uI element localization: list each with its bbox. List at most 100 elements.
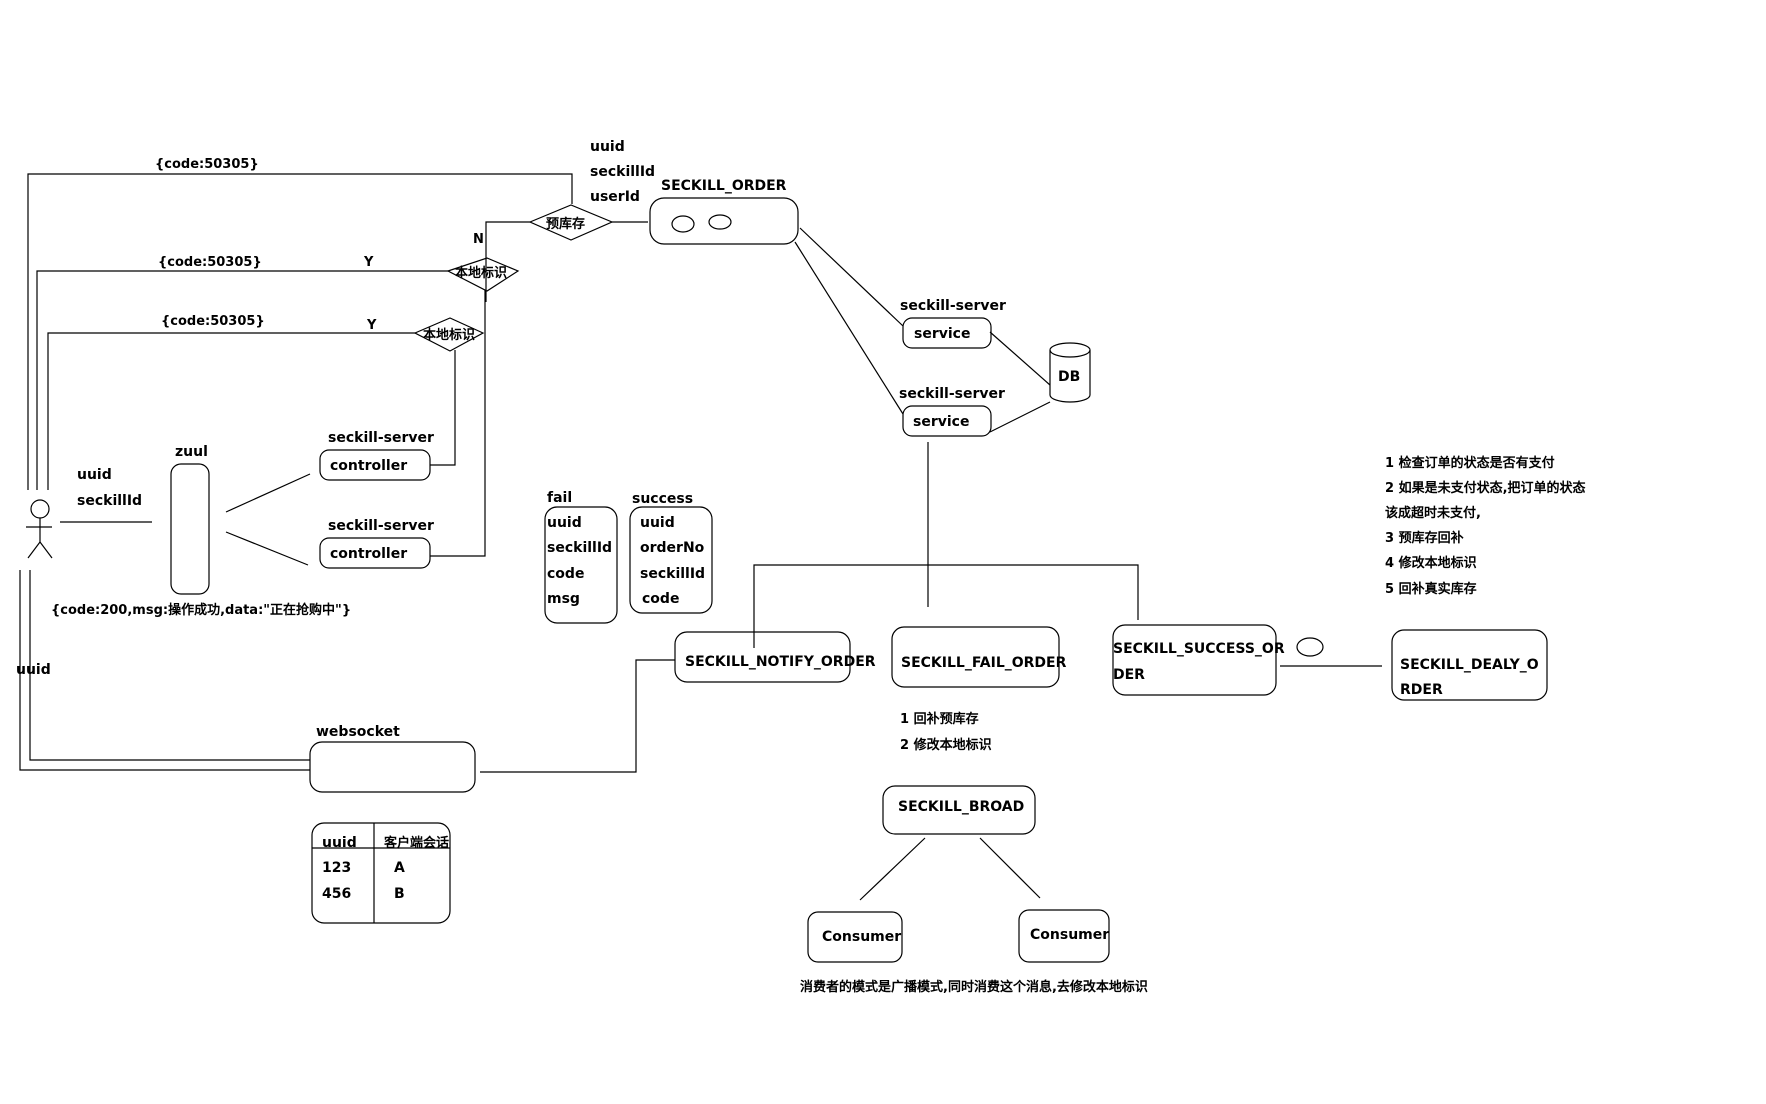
n-branch-line: [485, 221, 530, 302]
websocket-box: [309, 741, 476, 793]
db-bottom: [1049, 394, 1091, 403]
controller-a-up-line: [430, 350, 456, 466]
request-seckillid: seckillId: [77, 493, 142, 509]
success-message-box: [629, 506, 713, 614]
dealy-order-label: SECKILL_DEALY_O: [1400, 657, 1539, 673]
delay-note: 2 如果是未支付状态,把订单的状态: [1385, 480, 1586, 496]
session-cell: 456: [322, 886, 351, 902]
service-a-to-db-line: [989, 331, 1051, 386]
service-a-box: [902, 317, 992, 349]
websocket-to-user-line-2: [19, 570, 310, 771]
dealy-order-label: RDER: [1400, 682, 1443, 698]
order-to-service-a-line: [799, 227, 904, 327]
controller-b-box: [319, 537, 431, 569]
controller-label: controller: [330, 546, 407, 562]
delay-note: 1 检查订单的状态是否有支付: [1385, 455, 1555, 471]
success-response-label: {code:200,msg:操作成功,data:"正在抢购中"}: [51, 602, 351, 618]
return-line-2: [36, 270, 448, 490]
return-line-1: [27, 173, 573, 490]
success-field: uuid: [640, 515, 675, 531]
session-cell: 123: [322, 860, 351, 876]
controller-b-up-line: [430, 290, 486, 557]
session-header: 客户端会话: [384, 835, 449, 851]
fail-message-box: [544, 506, 618, 624]
consumer-label: Consumer: [1030, 927, 1109, 943]
consumer-note: 消费者的模式是广播模式,同时消费这个消息,去修改本地标识: [800, 979, 1148, 995]
fail-field: uuid: [547, 515, 582, 531]
fail-note: 2 修改本地标识: [900, 737, 992, 753]
prestock-decision: [528, 204, 614, 241]
order-to-service-b-line: [794, 241, 904, 415]
param-seckillid: seckillId: [590, 164, 655, 180]
zuul-to-controller-a-line: [225, 473, 311, 513]
websocket-uuid-label: uuid: [16, 662, 51, 678]
server-label: seckill-server: [899, 386, 1005, 402]
fail-field: seckillId: [547, 540, 612, 556]
success-field: orderNo: [640, 540, 705, 556]
fail-note: 1 回补预库存: [900, 711, 979, 727]
seckill-order-title: SECKILL_ORDER: [661, 178, 787, 194]
local-flag-decision-b: [413, 317, 485, 352]
fail-field: code: [547, 566, 584, 582]
service-label: service: [913, 414, 969, 430]
delay-note: 3 预库存回补: [1385, 530, 1464, 546]
websocket-label: websocket: [316, 724, 400, 740]
seckill-order-queue: [649, 197, 799, 245]
prestock-label: 预库存: [546, 216, 585, 232]
db-top: [1049, 342, 1091, 358]
session-header: uuid: [322, 835, 357, 851]
consumer-a-box: [807, 911, 903, 963]
delay-note: 4 修改本地标识: [1385, 555, 1477, 571]
success-order-label: DER: [1113, 667, 1145, 683]
seckill-broad-label: SECKILL_BROAD: [898, 799, 1024, 815]
broad-to-consumer-a-line: [859, 837, 926, 901]
fail-order-queue: [891, 626, 1060, 688]
error-code-label: {code:50305}: [161, 314, 265, 329]
success-order-queue: [1112, 624, 1277, 696]
session-cell: A: [394, 860, 405, 876]
return-line-3: [47, 332, 415, 490]
success-field: seckillId: [640, 566, 705, 582]
param-userid: userId: [590, 189, 640, 205]
local-flag-decision-a: [446, 257, 520, 292]
db-label: DB: [1058, 369, 1080, 385]
success-title: success: [632, 491, 693, 507]
yes-label: Y: [366, 318, 377, 333]
consumer-label: Consumer: [822, 929, 901, 945]
success-field: code: [642, 591, 679, 607]
success-order-label: SECKILL_SUCCESS_OR: [1113, 641, 1285, 657]
queue-bus-line: [753, 564, 1139, 648]
dealy-order-queue: [1391, 629, 1548, 701]
fail-field: msg: [547, 591, 580, 607]
fail-title: fail: [547, 490, 572, 506]
controller-label: controller: [330, 458, 407, 474]
service-label: service: [914, 326, 970, 342]
notify-order-label: SECKILL_NOTIFY_ORDER: [685, 654, 876, 670]
user-actor-icon: [26, 499, 53, 559]
local-flag-label: 本地标识: [455, 265, 507, 281]
yes-label: Y: [363, 255, 374, 270]
success-message-ellipse: [1296, 637, 1324, 657]
request-uuid: uuid: [77, 467, 112, 483]
broad-to-consumer-b-line: [979, 837, 1041, 899]
controller-a-box: [319, 449, 431, 481]
fail-order-label: SECKILL_FAIL_ORDER: [901, 655, 1067, 671]
server-label: seckill-server: [328, 518, 434, 534]
param-uuid: uuid: [590, 139, 625, 155]
service-b-box: [902, 405, 992, 437]
notify-to-websocket-line: [480, 659, 675, 773]
zuul-label: zuul: [175, 444, 208, 460]
session-table-box: [311, 822, 451, 924]
websocket-to-user-line-1: [29, 570, 310, 761]
no-label: N: [473, 232, 484, 247]
notify-order-queue: [674, 631, 851, 683]
delay-note: 该成超时未支付,: [1385, 505, 1481, 521]
consumer-b-box: [1018, 909, 1110, 963]
server-label: seckill-server: [328, 430, 434, 446]
zuul-gateway: [170, 463, 210, 595]
seckill-broad-queue: [882, 785, 1036, 835]
local-flag-label: 本地标识: [423, 327, 475, 343]
zuul-to-controller-b-line: [225, 531, 309, 566]
session-cell: B: [394, 886, 405, 902]
